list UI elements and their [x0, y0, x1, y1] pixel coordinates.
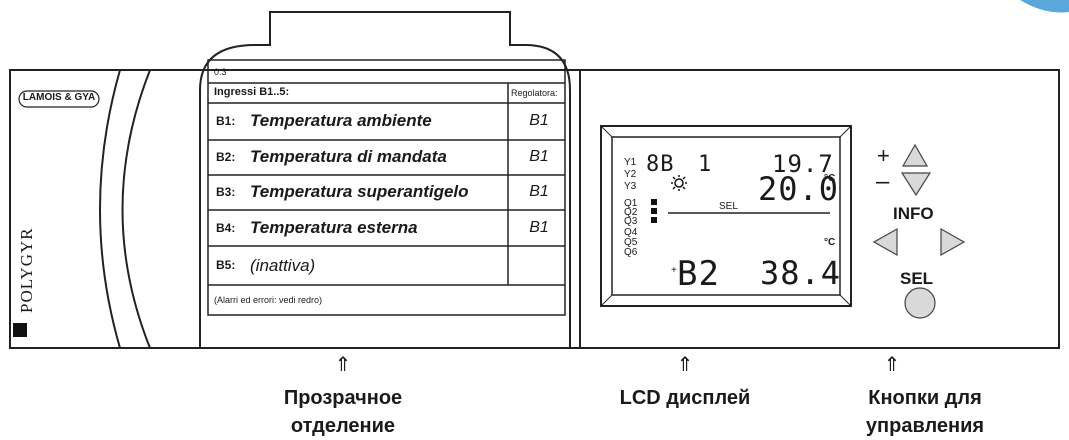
row-regulator: B1	[529, 148, 549, 165]
up-button[interactable]	[901, 143, 929, 167]
vertical-brand: POLYGYR	[17, 227, 36, 313]
brand-badge: LAMOIS & GYA	[22, 92, 96, 103]
lcd-q1-label: Q1	[624, 198, 638, 209]
lcd-row1-code: 8B	[646, 152, 675, 177]
lcd-bottom-code: B2	[677, 254, 720, 294]
lcd-y1-label: Y1	[624, 157, 637, 168]
row-text: Temperatura ambiente	[250, 111, 432, 130]
lcd-q3-label: Q3	[624, 216, 638, 227]
info-label: INFO	[893, 204, 934, 223]
down-button[interactable]	[900, 172, 932, 197]
caption-buttons: Кнопки для управления	[865, 387, 985, 437]
lcd-row1-mid: 1	[698, 152, 713, 177]
row-id: B2:	[216, 150, 236, 164]
lcd-sel-text: SEL	[719, 201, 738, 212]
lcd-plus-sign: +	[671, 265, 677, 276]
lcd-q2-label: Q2	[624, 207, 638, 218]
insert-header-left: Ingressi B1..5:	[214, 86, 290, 98]
brand-square-icon	[13, 323, 27, 337]
left-panel-curve-inner	[121, 69, 151, 349]
plus-label: +	[877, 143, 890, 168]
arrow-compartment-icon: ⇑	[334, 354, 352, 376]
lcd-value1: 19.7	[772, 150, 834, 178]
row-id: B1:	[216, 114, 236, 128]
row-text: Temperatura superantigelo	[250, 182, 469, 201]
q2-indicator	[651, 208, 657, 214]
q3-indicator	[651, 217, 657, 223]
left-panel-curve-outer	[99, 69, 121, 349]
caption-compartment: Прозрачное отделение	[283, 387, 403, 437]
q1-indicator	[651, 199, 657, 205]
arrow-lcd-icon: ⇑	[676, 354, 694, 376]
lcd-frame-inner	[611, 136, 841, 296]
sun-icon	[671, 175, 687, 191]
lcd-unit1: °C	[824, 173, 836, 184]
arrow-buttons-icon: ⇑	[883, 354, 901, 376]
row-regulator: B1	[529, 219, 549, 236]
lcd-q5-label: Q5	[624, 237, 638, 248]
row-id: B4:	[216, 221, 236, 235]
insert-header-right: Regolatora:	[511, 88, 558, 98]
lcd-value2: 20.0	[758, 170, 840, 208]
sel-label: SEL	[900, 269, 934, 288]
corner-decoration	[1020, 0, 1069, 13]
lcd-q4-label: Q4	[624, 227, 638, 238]
lcd-value3: 38.4	[760, 254, 842, 292]
right-button[interactable]	[940, 227, 966, 257]
lcd-q6-label: Q6	[624, 247, 638, 258]
insert-code: 0.3	[214, 67, 227, 77]
sel-button[interactable]	[904, 287, 936, 319]
row-regulator: B1	[529, 183, 549, 200]
insert-card	[207, 59, 566, 316]
lcd-unit2: °C	[824, 237, 836, 248]
row-regulator: B1	[529, 112, 549, 129]
insert-footer: (Alarri ed errori: vedi redro)	[214, 295, 323, 305]
row-text: Temperatura esterna	[250, 218, 418, 237]
row-text: (inattiva)	[250, 256, 316, 275]
lcd-y3-label: Y3	[624, 181, 637, 192]
row-id: B5:	[216, 258, 236, 272]
row-id: B3:	[216, 185, 236, 199]
row-text: Temperatura di mandata	[250, 147, 447, 166]
caption-lcd: LCD дисплей	[619, 387, 751, 409]
insert-table-grid	[208, 82, 565, 286]
left-button[interactable]	[872, 227, 898, 257]
device-housing	[9, 69, 1060, 349]
brand-badge-frame	[18, 90, 100, 108]
minus-label: –	[876, 168, 890, 195]
lcd-frame-outer	[600, 125, 852, 307]
lcd-y2-label: Y2	[624, 169, 637, 180]
